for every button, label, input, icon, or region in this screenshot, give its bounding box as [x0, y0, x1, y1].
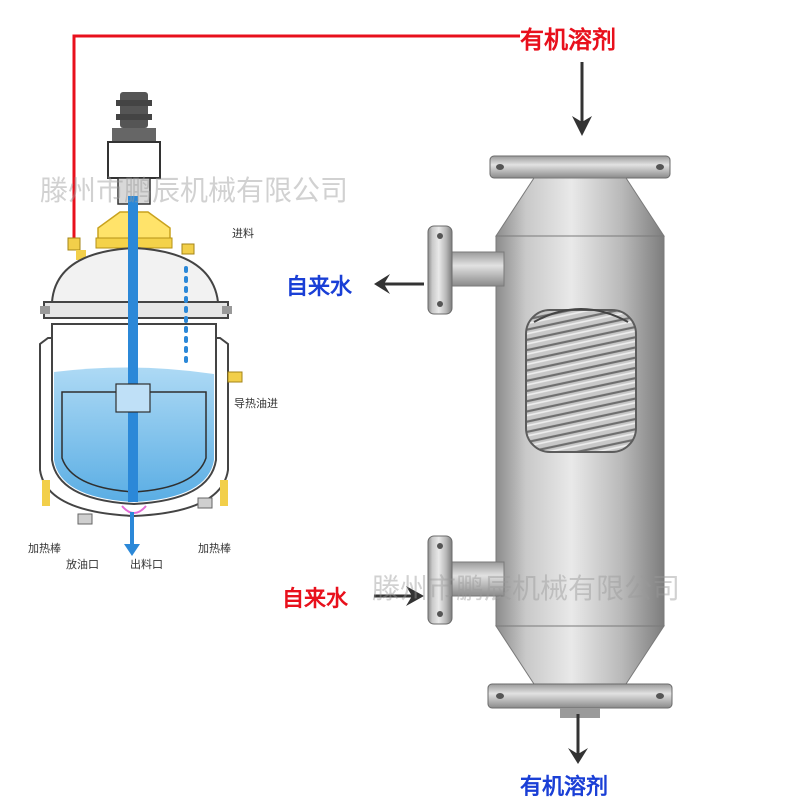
label-discharge: 出料口	[130, 557, 163, 571]
label-heater-right: 加热棒	[198, 541, 231, 555]
label-oil-in: 导热油进	[234, 396, 278, 410]
solvent-out-arrow-icon	[568, 714, 588, 764]
water-inlet-flange	[427, 535, 453, 625]
discharge-arrow-icon	[124, 544, 140, 556]
bottom-flange	[487, 683, 673, 709]
label-water-out: 自来水	[286, 274, 353, 300]
solvent-outlet-nozzle	[67, 237, 81, 251]
top-flange	[489, 155, 671, 179]
agitator-shaft	[128, 196, 138, 502]
solvent-feed-pipe	[72, 34, 520, 245]
watermark-top: 滕州市鹏辰机械有限公司	[40, 174, 348, 207]
water-outlet-flange	[427, 225, 453, 315]
reactor	[39, 92, 243, 556]
water-out-arrow-icon	[374, 274, 424, 294]
solvent-in-arrow-icon	[572, 62, 592, 136]
label-water-in: 自来水	[282, 586, 349, 612]
water-in-arrow-icon	[374, 586, 424, 606]
coil-window	[525, 309, 637, 453]
heat-exchanger	[427, 155, 673, 718]
label-feed: 进料	[232, 226, 254, 240]
label-oil-drain: 放油口	[66, 557, 99, 571]
motor	[120, 92, 148, 128]
label-heater-left: 加热棒	[28, 541, 61, 555]
label-solvent-in: 有机溶剂	[520, 26, 616, 54]
label-solvent-out: 有机溶剂	[520, 774, 608, 800]
watermark-bottom: 滕州市鹏辰机械有限公司	[372, 572, 680, 605]
